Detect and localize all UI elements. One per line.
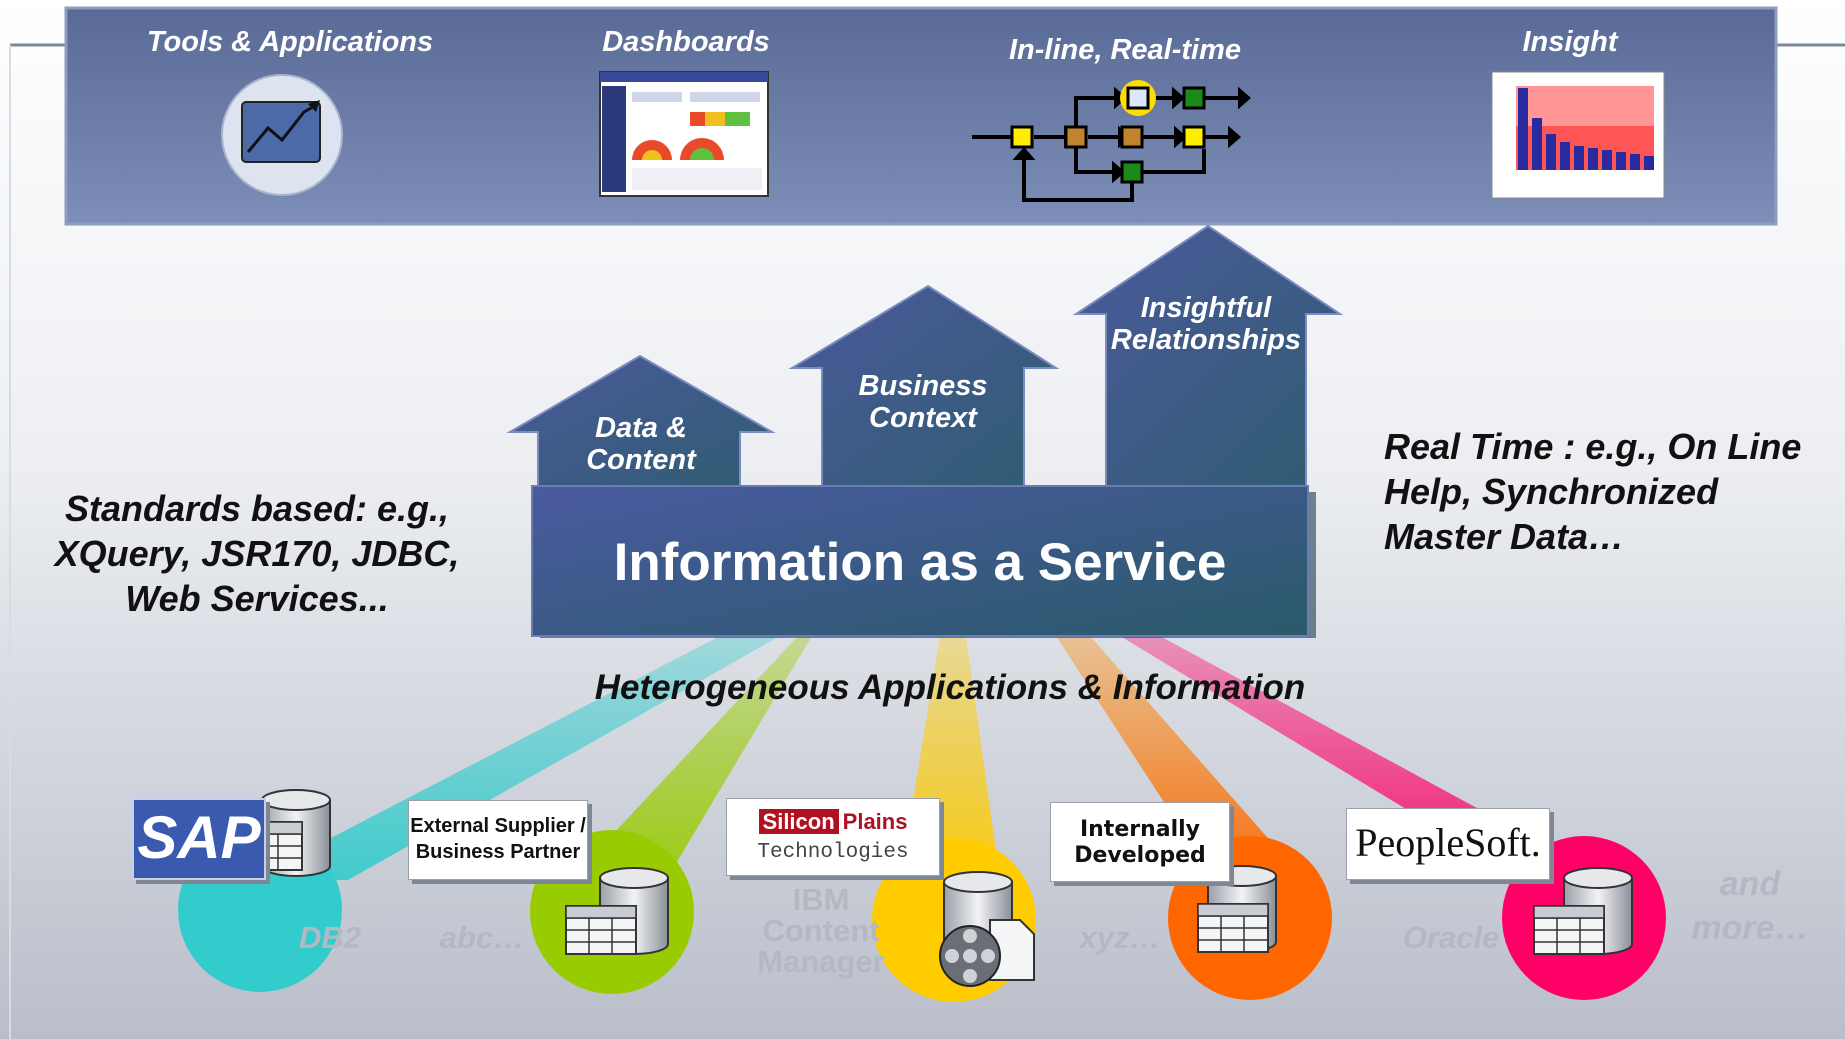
banner-label-dashboards: Dashboards (602, 26, 770, 58)
source-label-ibm: IBM Content Manager (757, 882, 885, 979)
information-service-box (531, 485, 1316, 638)
external-supplier-logo: External Supplier / Business Partner (408, 800, 588, 880)
sap-logo-text: SAP (137, 804, 261, 871)
trend-chart-icon (221, 74, 343, 196)
sap-logo: SAP (132, 798, 266, 880)
silicon-logo-text: Silicon (758, 809, 839, 834)
banner-label-insight: Insight (1522, 26, 1618, 58)
top-banner (64, 6, 1778, 226)
peoplesoft-logo: PeopleSoft. (1346, 808, 1550, 880)
arrow-label-data-content: Data & Content (586, 412, 696, 476)
banner-label-inline: In-line, Real-time (1008, 34, 1242, 66)
source-label-oracle: Oracle (1402, 920, 1500, 955)
dashboard-screenshot-icon (599, 71, 769, 197)
technologies-logo-text: Technologies (757, 841, 909, 864)
standards-note: Standards based: e.g., XQuery, JSR170, J… (54, 488, 460, 619)
source-beams (250, 636, 1628, 890)
content-manager-icon (939, 871, 1035, 987)
process-flow-icon (972, 80, 1252, 202)
arrow-label-insightful-relationships: Insightful Relationships (1110, 292, 1302, 356)
source-label-db2: DB2 (298, 920, 361, 955)
source-label-abc: abc… (439, 920, 525, 955)
heterogeneous-label: Heterogeneous Applications & Information (594, 668, 1306, 707)
bar-chart-icon (1491, 71, 1665, 199)
banner-label-tools: Tools & Applications (146, 26, 434, 58)
realtime-note: Real Time : e.g., On Line Help, Synchron… (1384, 426, 1802, 557)
internally-developed-logo: Internally Developed (1050, 802, 1230, 882)
source-label-more: and more… (1691, 865, 1809, 947)
arrow-label-business-context: Business Context (858, 370, 988, 434)
service-title: Information as a Service (613, 533, 1227, 592)
plains-logo-text: Plains (842, 809, 908, 834)
source-label-xyz: xyz… (1079, 920, 1161, 955)
